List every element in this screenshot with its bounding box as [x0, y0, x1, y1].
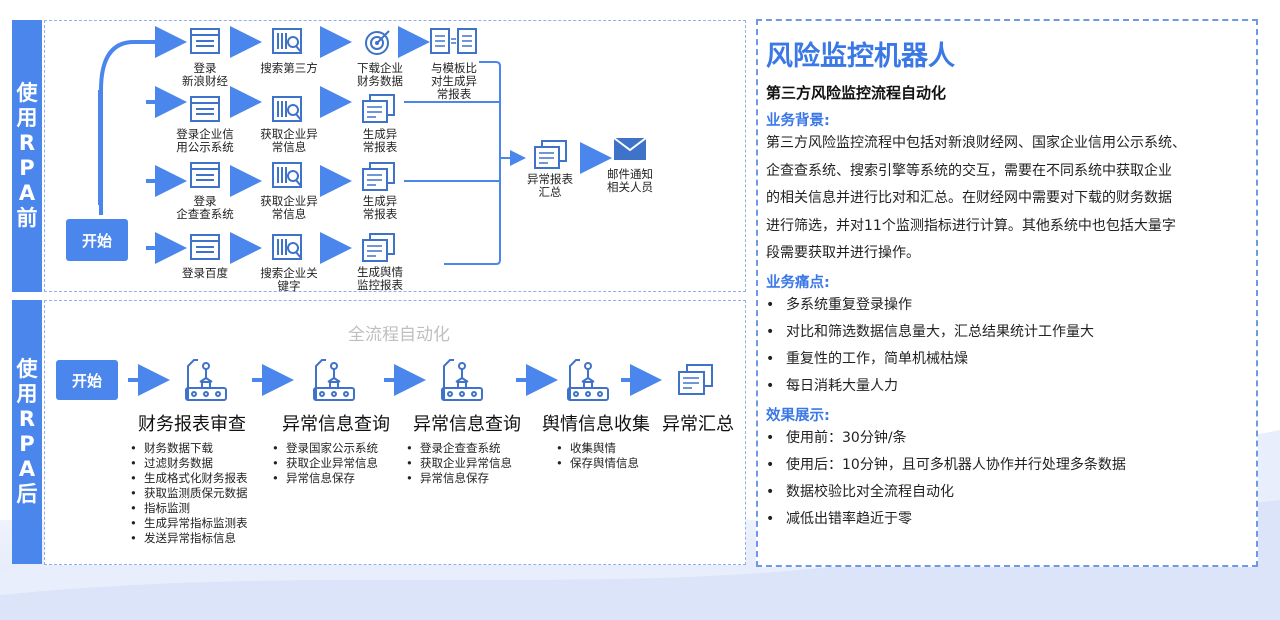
step-login-sina: 登录 新浪财经	[182, 61, 228, 88]
step-search-keyword: 搜索企业关 键字	[260, 266, 318, 293]
list-item: 获取企业异常信息	[406, 456, 512, 471]
list-item: 发送异常指标信息	[130, 531, 248, 546]
before-flow-lines	[99, 26, 612, 265]
list-item: 获取企业异常信息	[272, 456, 378, 471]
after-start-node: 开始	[56, 360, 118, 400]
list-item: 指标监测	[130, 501, 248, 516]
stage-title-sentiment: 舆情信息收集	[542, 414, 650, 435]
step-get-abnormal: 获取企业异 常信息	[260, 127, 318, 154]
list-item: 多系统重复登录操作	[766, 292, 1094, 319]
list-item: 减低出错率趋近于零	[766, 506, 1126, 533]
target-icon	[364, 28, 392, 56]
compare-docs-icon	[430, 28, 478, 54]
effect-list: 使用前：30分钟/条 使用后：10分钟，且可多机器人协作并行处理多条数据 数据校…	[766, 425, 1126, 533]
step-compare-template: 与模板比 对生成异 常报表	[431, 61, 477, 101]
background-wave-shape	[0, 430, 1280, 620]
list-item: 财务数据下载	[130, 441, 248, 456]
list-item: 登录国家公示系统	[272, 441, 378, 456]
stage-list-finance: 财务数据下载 过滤财务数据 生成格式化财务报表 获取监测质保元数据 指标监测 生…	[130, 441, 248, 546]
list-item: 重复性的工作，简单机械枯燥	[766, 346, 1094, 373]
stage-title-finance: 财务报表审查	[138, 414, 246, 435]
list-item: 异常信息保存	[272, 471, 378, 486]
list-item: 收集舆情	[556, 441, 639, 456]
step-notify: 邮件通知 相关人员	[607, 167, 653, 194]
step-gen-report-2: 生成异 常报表	[362, 194, 398, 221]
step-login-credit: 登录企业信 用公示系统	[176, 127, 234, 154]
stage-title-abnormal-2: 异常信息查询	[413, 414, 521, 435]
pain-heading: 业务痛点:	[766, 275, 830, 291]
list-item: 使用前：30分钟/条	[766, 425, 1126, 452]
step-search-thirdparty: 搜索第三方	[260, 61, 318, 75]
list-item: 登录企查查系统	[406, 441, 512, 456]
effect-heading: 效果展示:	[766, 408, 830, 424]
step-gen-report: 生成异 常报表	[362, 127, 398, 154]
before-start-node: 开始	[66, 219, 128, 261]
list-item: 生成格式化财务报表	[130, 471, 248, 486]
search-doc-icon	[272, 162, 304, 188]
list-item: 生成异常指标监测表	[130, 516, 248, 531]
list-item: 异常信息保存	[406, 471, 512, 486]
robot-arm-icon	[184, 358, 228, 402]
stage-title-abnormal-1: 异常信息查询	[282, 414, 390, 435]
list-item: 对比和筛选数据信息量大，汇总结果统计工作量大	[766, 319, 1094, 346]
search-doc-icon	[272, 28, 304, 54]
list-item: 保存舆情信息	[556, 456, 639, 471]
list-item: 每日消耗大量人力	[766, 373, 1094, 400]
stage-title-summary: 异常汇总	[662, 414, 734, 435]
step-login-qichacha: 登录 企查查系统	[176, 194, 234, 221]
step-download-finance: 下载企业 财务数据	[357, 61, 403, 88]
flow-trunk	[98, 90, 102, 205]
stage-list-abnormal-1: 登录国家公示系统 获取企业异常信息 异常信息保存	[272, 441, 378, 486]
report-summary-icon	[678, 364, 714, 396]
report-doc-icon	[362, 162, 396, 192]
page-subtitle: 第三方风险监控流程自动化	[766, 84, 947, 102]
step-merge-report: 异常报表 汇总	[527, 172, 573, 199]
robot-arm-icon	[312, 358, 356, 402]
report-doc-icon	[362, 233, 396, 263]
list-item: 获取监测质保元数据	[130, 486, 248, 501]
robot-arm-icon	[440, 358, 484, 402]
list-item: 过滤财务数据	[130, 456, 248, 471]
report-doc-icon	[362, 94, 396, 124]
mail-icon	[613, 137, 647, 161]
step-login-baidu: 登录百度	[182, 266, 228, 280]
background-text: 第三方风险监控流程中包括对新浪财经网、国家企业信用公示系统、 企查查系统、搜索引…	[766, 135, 1186, 261]
step-gen-sentiment: 生成舆情 监控报表	[357, 265, 403, 292]
report-summary-icon	[534, 140, 568, 170]
step-get-abnormal-2: 获取企业异 常信息	[260, 194, 318, 221]
page-title: 风险监控机器人	[766, 41, 955, 72]
full-automation-note: 全流程自动化	[348, 325, 450, 345]
login-window-icon	[190, 162, 220, 188]
list-item: 使用后：10分钟，且可多机器人协作并行处理多条数据	[766, 452, 1126, 479]
list-item: 数据校验比对全流程自动化	[766, 479, 1126, 506]
login-window-icon	[190, 96, 220, 122]
search-doc-icon	[272, 234, 304, 260]
after-flow-arrows	[128, 364, 662, 396]
background-heading: 业务背景:	[766, 113, 830, 129]
stage-list-sentiment: 收集舆情 保存舆情信息	[556, 441, 639, 471]
robot-arm-icon	[566, 358, 610, 402]
login-window-icon	[190, 234, 220, 260]
pain-list: 多系统重复登录操作 对比和筛选数据信息量大，汇总结果统计工作量大 重复性的工作，…	[766, 292, 1094, 400]
login-window-icon	[190, 28, 220, 54]
stage-list-abnormal-2: 登录企查查系统 获取企业异常信息 异常信息保存	[406, 441, 512, 486]
search-doc-icon	[272, 96, 304, 122]
